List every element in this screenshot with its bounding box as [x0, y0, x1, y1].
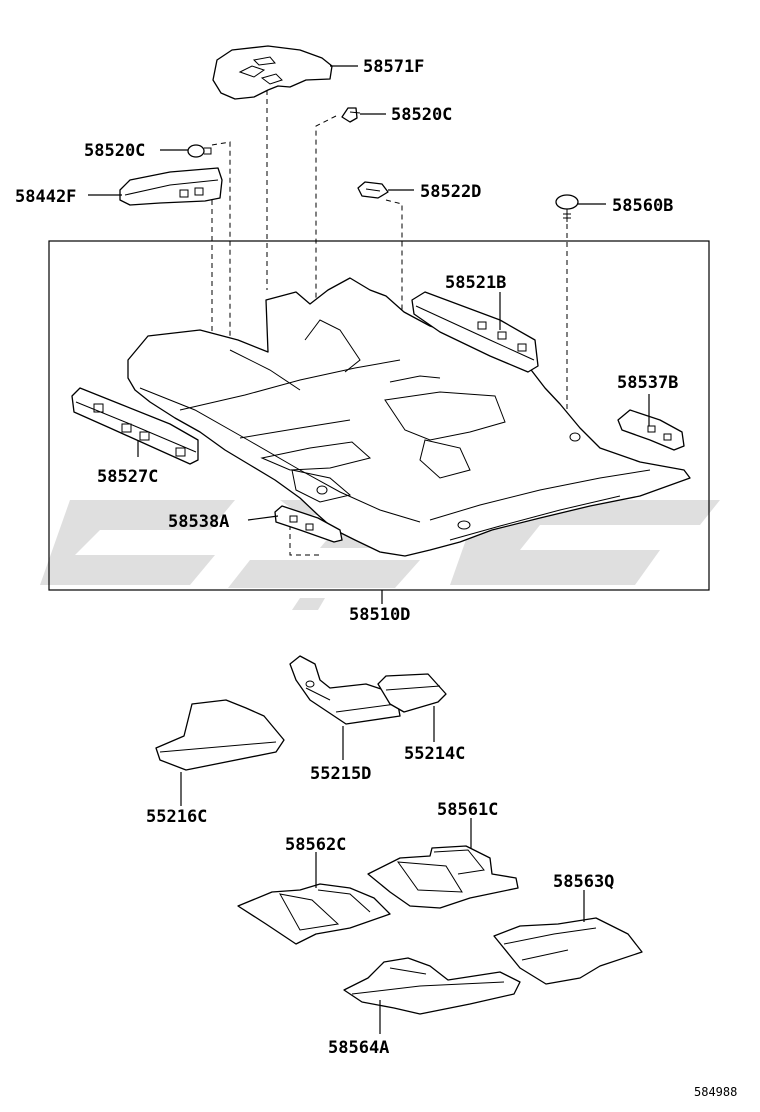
- label-58563Q: 58563Q: [553, 872, 614, 892]
- foot-rest-58442F: [119, 167, 223, 206]
- floor-mat-58564A: [343, 957, 521, 1015]
- label-55215D: 55215D: [310, 764, 371, 784]
- diagram-id: 584988: [694, 1085, 737, 1099]
- mat-55214C: [377, 673, 447, 713]
- clip-58520C-left: [187, 144, 212, 158]
- label-58538A: 58538A: [168, 512, 229, 532]
- label-58560B: 58560B: [612, 196, 673, 216]
- label-58561C: 58561C: [437, 800, 498, 820]
- label-58510D: 58510D: [349, 605, 410, 625]
- label-55214C: 55214C: [404, 744, 465, 764]
- label-58521B: 58521B: [445, 273, 506, 293]
- floor-mat-58562C: [237, 883, 391, 945]
- clip-58520C-top: [341, 107, 361, 123]
- label-58527C: 58527C: [97, 467, 158, 487]
- insulator-58537B: [617, 409, 685, 451]
- floor-mat-58563Q: [493, 917, 643, 985]
- label-58571F: 58571F: [363, 57, 424, 77]
- silencer-pad-58571F: [212, 45, 333, 100]
- insulator-58527C: [71, 387, 199, 465]
- insulator-58538A: [274, 505, 343, 543]
- mat-55216C: [155, 699, 285, 771]
- leader-lines: [88, 65, 650, 1034]
- label-58520C-left: 58520C: [84, 141, 145, 161]
- label-58537B: 58537B: [617, 373, 678, 393]
- assembly-box: [48, 240, 710, 591]
- label-58564A: 58564A: [328, 1038, 389, 1058]
- label-55216C: 55216C: [146, 807, 207, 827]
- floor-mat-58561C: [367, 845, 519, 909]
- clip-58560B: [555, 194, 579, 222]
- label-58442F: 58442F: [15, 187, 76, 207]
- label-58522D: 58522D: [420, 182, 481, 202]
- label-58562C: 58562C: [285, 835, 346, 855]
- label-58520C-top: 58520C: [391, 105, 452, 125]
- part-labels: 58571F 58520C 58520C 58442F 58522D 58560…: [15, 57, 737, 1099]
- clip-58522D: [357, 181, 389, 199]
- heat-insulator-58521B: [411, 291, 539, 373]
- floor-carpet-58510D: [127, 277, 691, 557]
